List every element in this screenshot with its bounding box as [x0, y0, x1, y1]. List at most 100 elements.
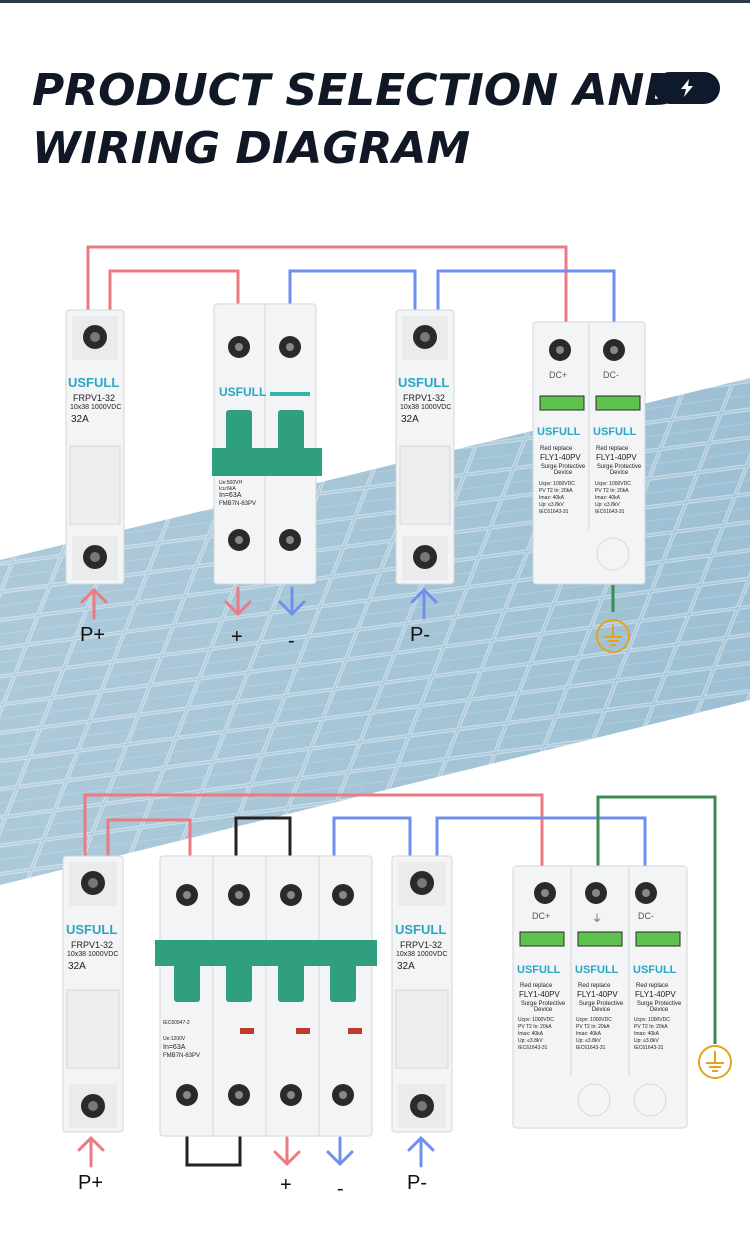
- surge-protective-device-2: [512, 865, 688, 1129]
- breaker-rating-2: In=63A: [163, 1044, 186, 1051]
- bridge-wire-bottom: [185, 1118, 242, 1167]
- spd-spec-line: Imax: 40kA: [634, 1031, 660, 1037]
- fuse-left-rating-2: 32A: [68, 961, 86, 972]
- label-p-plus-1: P+: [80, 624, 106, 646]
- spd-model-1a: FLY1-40PV: [540, 453, 581, 462]
- fuse-holder-right: [395, 309, 455, 585]
- negative-wire-inner: [288, 269, 417, 322]
- label-minus-2: -: [337, 1178, 344, 1200]
- spd-spec-line: Up: ≤3.8kV: [518, 1038, 543, 1044]
- fuse-left-brand-2: USFULL: [66, 922, 118, 937]
- spd-spec-line: Ucpv: 1000VDC: [634, 1017, 670, 1023]
- breaker-small-1a: Ue:500VH: [219, 480, 243, 486]
- fuse-right-rating-1: 32A: [401, 414, 419, 425]
- lightning-icon: [681, 79, 693, 97]
- spd-spec-line: Ucpv: 1000VDC: [518, 1017, 554, 1023]
- spd-spec-line: Up: ≤3.8kV: [576, 1038, 601, 1044]
- label-minus-1: -: [288, 630, 295, 652]
- label-p-plus-2: P+: [78, 1172, 104, 1194]
- spd-terminal-dc-minus-1: DC-: [603, 370, 619, 380]
- dc-breaker-2p: [212, 303, 322, 585]
- spd-spec-line: IEC61643-31: [539, 509, 569, 515]
- spd-model-2a: FLY1-40PV: [519, 990, 560, 999]
- fuse-holder-right-2: [391, 855, 453, 1133]
- ground-wire-2: [596, 795, 717, 1044]
- fuse-right-spec-1: 10x38 1000VDC: [400, 404, 452, 411]
- spd-brand-1a: USFULL: [537, 426, 581, 438]
- spd-terminal-dc-minus-2: DC-: [638, 911, 654, 921]
- breaker-small-1b: Icu:6kA: [219, 486, 236, 492]
- fuse-right-rating-2: 32A: [397, 961, 415, 972]
- spd-model-1b: FLY1-40PV: [596, 453, 637, 462]
- label-plus-1: +: [231, 626, 243, 648]
- spd-terminal-ground-2: ⏚: [592, 914, 602, 925]
- spd-terminal-dc-plus-2: DC+: [532, 911, 551, 921]
- fuse-left-model-1: FRPV1-32: [73, 393, 116, 403]
- breaker-small-2b: Ue:1200V: [163, 1036, 186, 1042]
- spd-spec-line: Up: ≤3.8kV: [634, 1038, 659, 1044]
- lightning-badge: [654, 72, 720, 104]
- spd-brand-1b: USFULL: [593, 426, 637, 438]
- spd-specs-2c: Ucpv: 1000VDC PV T2 In: 20kA Imax: 40kA …: [634, 1017, 670, 1052]
- spd-spec-line: Up: ≤3.8kV: [539, 502, 564, 508]
- spd-spec-line: Imax: 40kA: [518, 1031, 544, 1037]
- spd-spec-line: IEC61643-31: [576, 1045, 606, 1051]
- label-p-minus-2: P-: [407, 1172, 427, 1194]
- spd-spec-line: IEC61643-31: [634, 1045, 664, 1051]
- fuse-holder-left-2: [62, 855, 124, 1133]
- positive-wire-outer-2: [83, 793, 544, 866]
- spd-replace-1a: Red replace: [540, 446, 573, 452]
- spd-spec-line: Ucpv: 1000VDC: [539, 481, 575, 487]
- fuse-left-model-2: FRPV1-32: [71, 940, 114, 950]
- spd-desc-2b: Surge Protective Device: [578, 1001, 624, 1013]
- fuse-left-spec-2: 10x38 1000VDC: [67, 951, 119, 958]
- arrow-up-p-minus-1: [410, 588, 438, 620]
- spd-spec-line: Imax: 40kA: [576, 1031, 602, 1037]
- spd-desc-1b: Surge Protective Device: [596, 464, 642, 476]
- spd-spec-line: Up: ≤3.8kV: [595, 502, 620, 508]
- title-line-1: PRODUCT SELECTION AND: [32, 65, 681, 116]
- fuse-left-spec-1: 10x38 1000VDC: [70, 404, 122, 411]
- spd-spec-line: PV T2 In: 20kA: [518, 1024, 552, 1030]
- arrow-down-plus-1: [224, 586, 252, 616]
- spd-brand-2a: USFULL: [517, 964, 561, 976]
- ground-symbol-2: [698, 1045, 732, 1079]
- fuse-right-model-1: FRPV1-32: [403, 393, 446, 403]
- arrow-down-minus-2: [326, 1136, 354, 1166]
- spd-spec-line: PV T2 In: 20kA: [634, 1024, 668, 1030]
- breaker-brand-1: USFULL: [219, 385, 267, 399]
- positive-wire-outer: [86, 245, 568, 322]
- spd-spec-line: Imax: 40kA: [595, 495, 621, 501]
- positive-wire-inner-2: [106, 818, 192, 860]
- arrow-up-p-plus-2: [77, 1136, 105, 1168]
- page-title: PRODUCT SELECTION AND WIRING DIAGRAM: [32, 62, 681, 178]
- breaker-rating-1: In=63A: [219, 492, 242, 499]
- arrow-up-p-minus-2: [407, 1136, 435, 1168]
- fuse-right-brand-1: USFULL: [398, 375, 450, 390]
- spd-replace-1b: Red replace: [596, 446, 629, 452]
- fuse-right-brand-2: USFULL: [395, 922, 447, 937]
- positive-wire-inner: [108, 269, 240, 322]
- spd-spec-line: PV T2 In: 20kA: [539, 488, 573, 494]
- title-line-2: WIRING DIAGRAM: [32, 123, 471, 174]
- spd-specs-1b: Ucpv: 1000VDC PV T2 In: 20kA Imax: 40kA …: [595, 481, 631, 516]
- label-p-minus-1: P-: [410, 624, 430, 646]
- spd-model-2b: FLY1-40PV: [577, 990, 618, 999]
- fuse-left-rating-1: 32A: [71, 414, 89, 425]
- spd-spec-line: PV T2 In: 20kA: [595, 488, 629, 494]
- fuse-left-brand-1: USFULL: [68, 375, 120, 390]
- spd-spec-line: IEC61643-31: [595, 509, 625, 515]
- fuse-right-spec-2: 10x38 1000VDC: [396, 951, 448, 958]
- label-plus-2: +: [280, 1174, 292, 1196]
- negative-wire-inner-2: [332, 816, 412, 860]
- spd-replace-2b: Red replace: [578, 983, 611, 989]
- top-rule: [0, 0, 750, 3]
- spd-specs-2b: Ucpv: 1000VDC PV T2 In: 20kA Imax: 40kA …: [576, 1017, 612, 1052]
- negative-wire-outer: [436, 269, 616, 322]
- spd-terminal-dc-plus-1: DC+: [549, 370, 568, 380]
- spd-replace-2c: Red replace: [636, 983, 669, 989]
- fuse-right-model-2: FRPV1-32: [400, 940, 443, 950]
- spd-brand-2c: USFULL: [633, 964, 677, 976]
